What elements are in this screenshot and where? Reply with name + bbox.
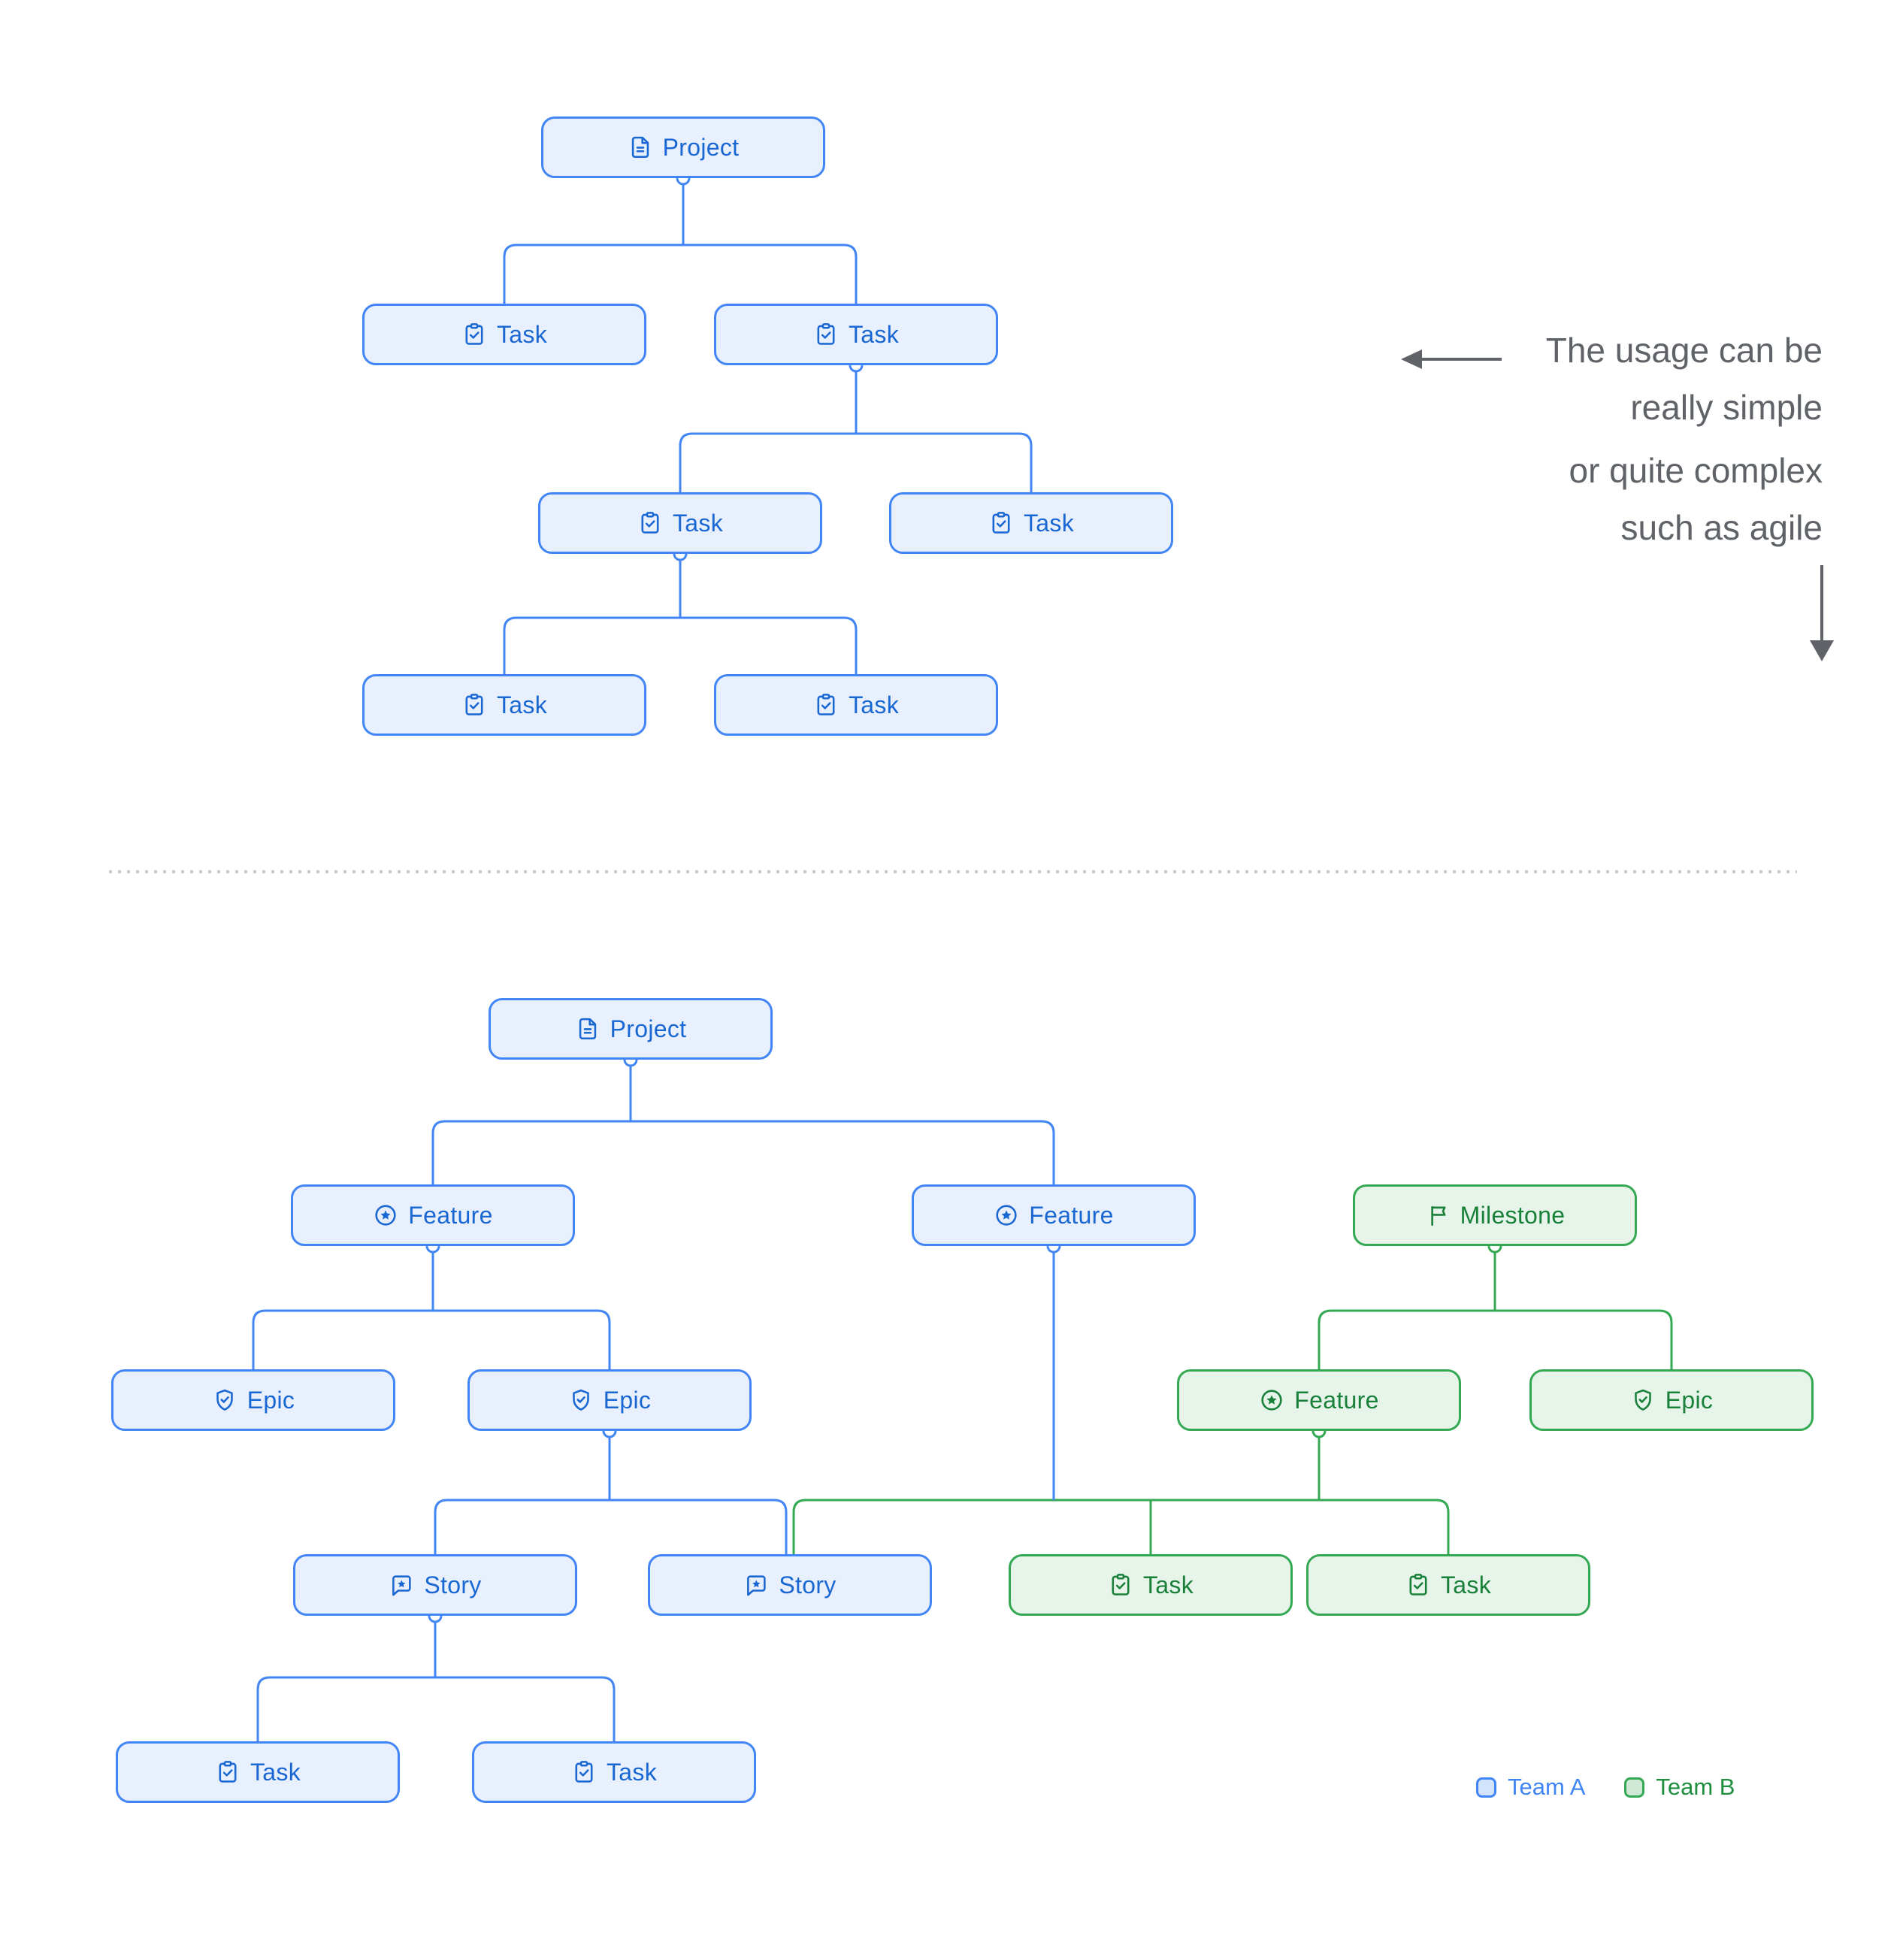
task-icon xyxy=(817,323,835,345)
task-icon xyxy=(219,1761,237,1783)
task-icon xyxy=(575,1761,593,1783)
node-label: Epic xyxy=(247,1386,295,1414)
connector-line xyxy=(434,1438,788,1554)
node-label: Feature xyxy=(408,1201,493,1229)
node-b-epic1[interactable]: Epic xyxy=(111,1369,395,1431)
node-b-milestone[interactable]: Milestone xyxy=(1353,1184,1637,1246)
task-icon xyxy=(1409,1574,1427,1596)
epic-icon xyxy=(572,1389,589,1411)
legend: Team A Team B xyxy=(1476,1774,1735,1801)
node-label: Task xyxy=(1143,1571,1194,1599)
node-label: Task xyxy=(849,691,899,718)
connector-line xyxy=(679,372,1033,492)
annotation-simple: The usage can be really simple xyxy=(1546,322,1823,436)
task-icon xyxy=(1112,1574,1130,1596)
node-label: Project xyxy=(610,1015,687,1042)
legend-label: Team A xyxy=(1508,1774,1586,1800)
node-label: Task xyxy=(673,509,723,537)
node-label: Project xyxy=(662,133,740,161)
team-a-swatch-icon xyxy=(1476,1777,1496,1798)
node-label: Story xyxy=(779,1571,837,1599)
node-label: Story xyxy=(424,1571,482,1599)
node-b-task2[interactable]: Task xyxy=(472,1741,756,1803)
annotation-complex: or quite complex such as agile xyxy=(1569,442,1823,556)
node-b-feature2[interactable]: Feature xyxy=(912,1184,1196,1246)
connector-line xyxy=(503,185,858,304)
node-t-project[interactable]: Project xyxy=(541,116,825,178)
connector-line xyxy=(431,1066,1055,1184)
node-label: Feature xyxy=(1294,1386,1379,1414)
document-icon xyxy=(631,136,649,159)
node-t-task5[interactable]: Task xyxy=(362,674,646,736)
node-t-task2[interactable]: Task xyxy=(714,304,998,365)
legend-item-team-a: Team A xyxy=(1476,1774,1585,1801)
task-icon xyxy=(992,512,1010,534)
node-label: Task xyxy=(250,1758,301,1786)
down-arrow-head xyxy=(1810,640,1834,661)
milestone-icon xyxy=(1431,1205,1446,1227)
node-label: Task xyxy=(1441,1571,1491,1599)
annotation-line: really simple xyxy=(1630,388,1823,427)
node-g-task1[interactable]: Task xyxy=(1009,1554,1293,1616)
node-b-feature1[interactable]: Feature xyxy=(291,1184,575,1246)
feature-icon xyxy=(375,1205,396,1226)
connector-line xyxy=(256,1623,616,1741)
epic-icon xyxy=(1634,1389,1651,1411)
node-label: Task xyxy=(607,1758,657,1786)
feature-icon xyxy=(1261,1390,1282,1411)
left-arrow-shaft xyxy=(1417,358,1502,361)
connector-line xyxy=(503,561,858,674)
legend-label: Team B xyxy=(1656,1774,1735,1800)
annotation-line: or quite complex xyxy=(1569,451,1823,490)
node-label: Task xyxy=(497,691,547,718)
node-label: Epic xyxy=(1665,1386,1714,1414)
epic-icon xyxy=(216,1389,233,1411)
node-t-task1[interactable]: Task xyxy=(362,304,646,365)
node-g-task2[interactable]: Task xyxy=(1306,1554,1590,1616)
annotation-line: The usage can be xyxy=(1545,331,1823,370)
node-label: Task xyxy=(1024,509,1074,537)
connector-line xyxy=(252,1253,611,1369)
node-b-story2[interactable]: Story xyxy=(648,1554,932,1616)
task-icon xyxy=(465,323,483,345)
node-b-epic2[interactable]: Epic xyxy=(467,1369,752,1431)
node-label: Task xyxy=(849,320,899,348)
node-t-task6[interactable]: Task xyxy=(714,674,998,736)
dotted-divider xyxy=(109,870,1797,873)
node-t-task3[interactable]: Task xyxy=(538,492,822,554)
node-b-task1[interactable]: Task xyxy=(116,1741,400,1803)
node-label: Task xyxy=(497,320,547,348)
task-icon xyxy=(465,694,483,715)
node-label: Milestone xyxy=(1460,1201,1566,1229)
down-arrow-icon xyxy=(1808,565,1835,661)
left-arrow-icon xyxy=(1401,349,1505,369)
node-b-project[interactable]: Project xyxy=(489,998,773,1060)
annotation-line: such as agile xyxy=(1620,508,1823,547)
node-g-epic[interactable]: Epic xyxy=(1529,1369,1814,1431)
story-icon xyxy=(747,1575,767,1596)
task-icon xyxy=(641,512,659,534)
connector-line xyxy=(792,1438,1450,1554)
node-g-feature[interactable]: Feature xyxy=(1177,1369,1461,1431)
document-icon xyxy=(579,1018,596,1040)
node-t-task4[interactable]: Task xyxy=(889,492,1173,554)
task-icon xyxy=(817,694,835,715)
feature-icon xyxy=(996,1205,1017,1226)
node-label: Feature xyxy=(1029,1201,1114,1229)
story-icon xyxy=(392,1575,412,1596)
connector-line xyxy=(1318,1253,1673,1369)
legend-item-team-b: Team B xyxy=(1624,1774,1735,1801)
down-arrow-shaft xyxy=(1820,565,1823,642)
node-label: Epic xyxy=(603,1386,652,1414)
team-b-swatch-icon xyxy=(1624,1777,1645,1798)
node-b-story1[interactable]: Story xyxy=(293,1554,577,1616)
